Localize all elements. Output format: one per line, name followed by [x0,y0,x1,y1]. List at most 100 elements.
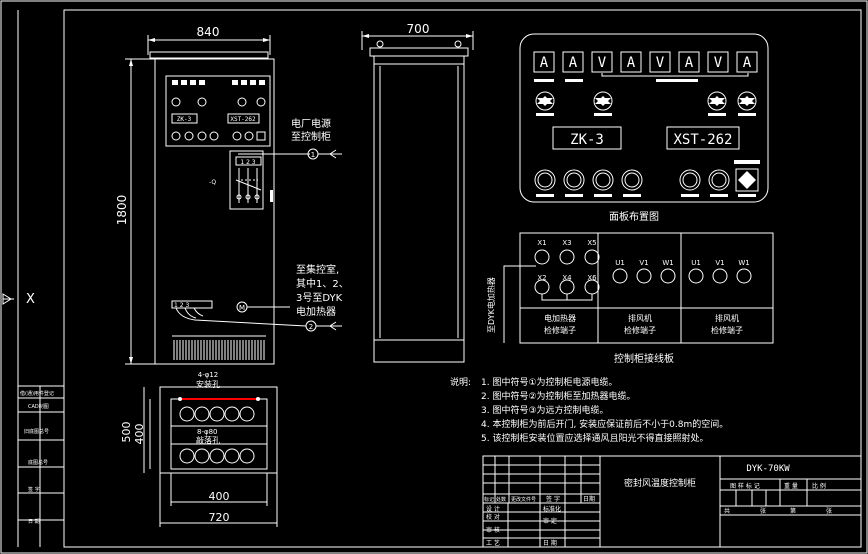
hole-label-1: 4-φ12 [198,371,219,379]
tb-w1a: W1 [662,259,673,267]
terminal-board: X1 X3 X5 X2 X4 X6 至DYK电加热器 U1 V1 W1 U1 V… [486,232,774,365]
tb-col2-a: 排风机 [628,313,652,323]
display-xst262 [666,126,740,150]
tb-w1b: W1 [738,259,749,267]
tb-r2-3: 第 [790,507,796,515]
tb-col1-b: 检修端子 [544,325,576,335]
note-1: 1. 图中符号①为控制柜电源电缆。 [481,376,618,388]
strip-label-3: 旧底图总号 [24,428,49,435]
base-plan: 4-φ12 安装孔 8-φ80 敲落孔 500 400 400 720 [120,371,278,527]
display-zk3 [552,126,622,150]
tb-u1b: U1 [691,259,701,267]
note-power-1: 电厂电源 [291,117,331,130]
meter-5-label: V [656,55,665,71]
tb-sign-3: 审 核 [486,526,500,534]
indicator-lamps [535,91,757,111]
tb-col2-b: 检修端子 [624,325,656,335]
tb-r1-1: 图 样 标 记 [730,482,760,490]
tb-col3-b: 检修端子 [711,325,743,335]
front-terminal-2: 1 2 3 [174,302,189,309]
tb-r2-4: 张 [826,507,832,515]
meter-3-label: V [598,55,607,71]
meter-7-label: V [714,55,723,71]
slot-label-2: 敲落孔 [196,435,220,445]
dim-side-width: 700 [407,22,430,36]
note-2: 2. 图中符号②为控制柜至加热器电缆。 [481,390,636,402]
note-4: 4. 本控制柜为前后开门, 安装应保证前后不小于0.8m的空间。 [481,418,728,430]
inner-frame [63,9,862,548]
strip-label-1: 借(通)用件登记 [20,390,54,397]
tb-rev-4: 签 字 [546,495,560,503]
meter-6 [678,51,700,73]
meter-2-label: A [569,55,578,71]
meter-8 [736,51,758,73]
front-display-left: ZK-3 [177,116,192,123]
tb-col-2: 审 定 [543,517,557,525]
tb-r2-2: 张 [760,507,766,515]
note-remote-3: 3号至DYK [296,292,343,304]
tb-x5: X5 [587,239,596,247]
dim-base-400: 400 [133,424,146,445]
meter-1 [533,51,555,73]
meter-2 [562,51,584,73]
tb-side-label: 至DYK电加热器 [486,277,496,333]
meter-1-label: A [540,55,549,71]
note-3: 3. 图中符号③为远方控制电缆。 [481,404,609,416]
tb-x3: X3 [562,239,571,247]
meter-5 [649,51,671,73]
tb-col-3: 日 期 [543,539,557,547]
notes-heading: 说明: [450,376,471,388]
tb-sign-1: 设 计 [486,505,500,513]
dim-height: 1800 [115,195,129,226]
tb-caption: 控制柜接线板 [614,352,674,365]
tb-v1a: V1 [639,259,648,267]
tb-rev-1: 标记 [484,496,494,503]
dim-base-500: 500 [120,422,133,443]
tb-col-1: 标准化 [543,505,561,513]
side-view: 700 [361,22,474,363]
strip-label-2: CAD制图 [28,403,49,410]
tb-v1b: V1 [715,259,724,267]
meter-3 [591,51,613,73]
tb-rev-2: 处数 [496,496,506,503]
dim-front-width: 840 [197,25,220,39]
notes: 说明: 1. 图中符号①为控制柜电源电缆。 2. 图中符号②为控制柜至加热器电缆… [450,376,728,444]
front-display-right: XST-262 [230,116,256,123]
note-remote-2: 其中1、2、 [296,277,349,290]
tb-rev-3: 更改文件号 [511,496,536,503]
drawing-code: DYK-70KW [746,464,790,474]
circle-1-label: 1 [311,151,315,159]
meter-4-label: A [627,55,636,71]
note-5: 5. 该控制柜安装位置应选择通风且阳光不得直接照射处。 [481,432,708,444]
drawing-title: 密封风温度控制柜 [624,477,696,489]
meter-6-label: A [685,55,694,71]
hole-label-2: 安装孔 [196,379,220,389]
dim-base-bottom-720: 720 [209,511,230,524]
note-power-2: 至控制柜 [291,130,331,143]
circle-m-label: M [239,304,245,312]
panel-layout: A A V A V A V A ZK-3 XST-262 [519,33,769,223]
tb-u1a: U1 [615,259,625,267]
strip-label-6: 日 期 [28,519,40,525]
tb-x6: X6 [587,274,597,282]
panel-caption: 面板布置图 [609,210,659,223]
breaker-label: -Q [209,179,216,186]
dim-base-bottom-400: 400 [209,490,230,503]
tb-rev-5: 日期 [583,495,595,503]
note-remote-4: 电加热器 [296,305,336,318]
strip-label-5: 签 字 [28,486,40,493]
tb-sign-2: 校 对 [486,513,500,521]
note-remote-1: 至集控室, [296,263,339,276]
meter-7 [707,51,729,73]
front-terminal-label: 1 2 3 [240,159,255,166]
tb-x1: X1 [537,239,546,247]
left-strip: X 借(通)用件登记 CAD制图 旧底图总号 底图总号 签 字 日 期 [2,10,64,547]
tb-x4: X4 [562,274,572,282]
title-block: 标记 处数 更改文件号 签 字 日期 设 计 校 对 审 核 工 艺 标准化 审… [482,455,862,548]
tb-col3-a: 排风机 [715,313,739,323]
meter-4 [620,51,642,73]
control-buttons [534,168,759,192]
tb-r2-1: 共 [724,507,730,515]
